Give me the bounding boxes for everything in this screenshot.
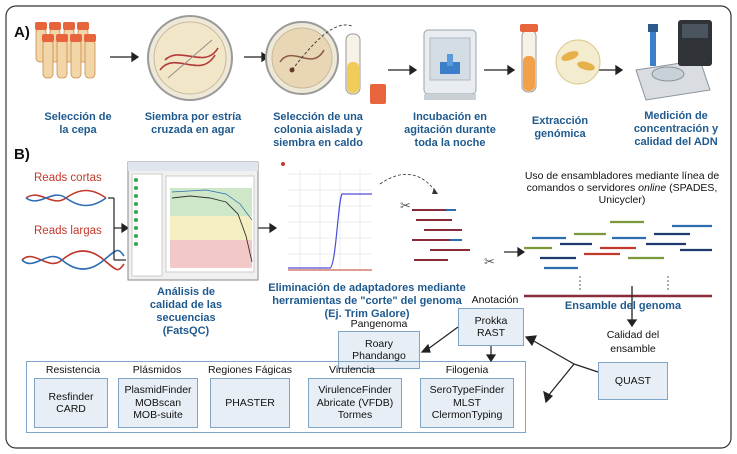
scissors-icon-2: ✂ [484, 255, 495, 270]
reads-short-label: Reads cortas [34, 172, 102, 184]
category-title-plasmids: Plásmidos [132, 364, 182, 376]
section-b-illustrations: ✂ ✂ [21, 161, 712, 328]
scissors-icon: ✂ [400, 199, 411, 214]
step-strain-selection: Selección de la cepa [44, 111, 112, 136]
fastqc-report-window [127, 161, 259, 281]
category-title-phylogeny: Filogenia [445, 364, 489, 376]
section-b-label: B) [14, 146, 30, 163]
assembly-note: Uso de ensambladores mediante línea de c… [524, 170, 720, 206]
long-reads-dna-icon [21, 249, 125, 271]
quality-title: Calidad del ensamble [606, 329, 660, 355]
step-streak-plating: Siembra por estría cruzada en agar [144, 111, 242, 136]
trim-caption: Eliminación de adaptadores mediante herr… [268, 282, 466, 320]
category-box-virulence: VirulenceFinder Abricate (VFDB) Tormes [308, 378, 402, 428]
category-box-resistance: Resfinder CARD [34, 378, 108, 428]
section-a-illustrations [35, 15, 712, 104]
quast-box: QUAST [598, 362, 668, 400]
reads-long-label: Reads largas [34, 225, 102, 237]
spectrophotometer-icon [635, 20, 712, 101]
adapter-cut-fragments: ✂ ✂ [379, 173, 495, 270]
annotation-box: Prokka RAST [458, 308, 524, 346]
colony-plate-icon [265, 21, 386, 104]
step-incubation: Incubación en agitación durante toda la … [404, 111, 496, 149]
category-title-phage-regions: Regiones Fágicas [207, 364, 293, 376]
agar-plate-icon [147, 15, 233, 101]
pangenome-title: Pangenoma [350, 318, 408, 330]
contig-assembly [524, 220, 712, 298]
step-colony-selection: Selección de una colonia aislada y siemb… [273, 111, 363, 149]
trim-galore-plot [281, 162, 374, 280]
assembly-caption: Ensamble del genoma [564, 300, 682, 312]
strain-tubes-icon [35, 22, 96, 79]
annotation-title: Anotación [471, 294, 519, 306]
short-reads-dna-icon [25, 189, 107, 207]
category-title-virulence: Virulencia [329, 364, 375, 376]
category-box-phage-regions: PHASTER [210, 378, 290, 428]
step-genomic-extraction: Extracción genómica [531, 115, 589, 140]
step-dna-measurement: Medición de concentración y calidad del … [633, 110, 719, 148]
genomic-extraction-icon [520, 24, 601, 93]
category-title-resistance: Resistencia [45, 364, 101, 376]
category-box-phylogeny: SeroTypeFinder MLST ClermonTyping [420, 378, 514, 428]
pangenome-box: Roary Phandango [338, 331, 420, 369]
incubator-shaker-icon [423, 29, 477, 100]
analysis-categories-panel [26, 361, 526, 433]
qc-caption: Análisis de calidad de las secuencias (F… [149, 286, 223, 337]
section-a-label: A) [14, 24, 30, 41]
category-box-plasmids: PlasmidFinder MOBscan MOB-suite [118, 378, 198, 428]
